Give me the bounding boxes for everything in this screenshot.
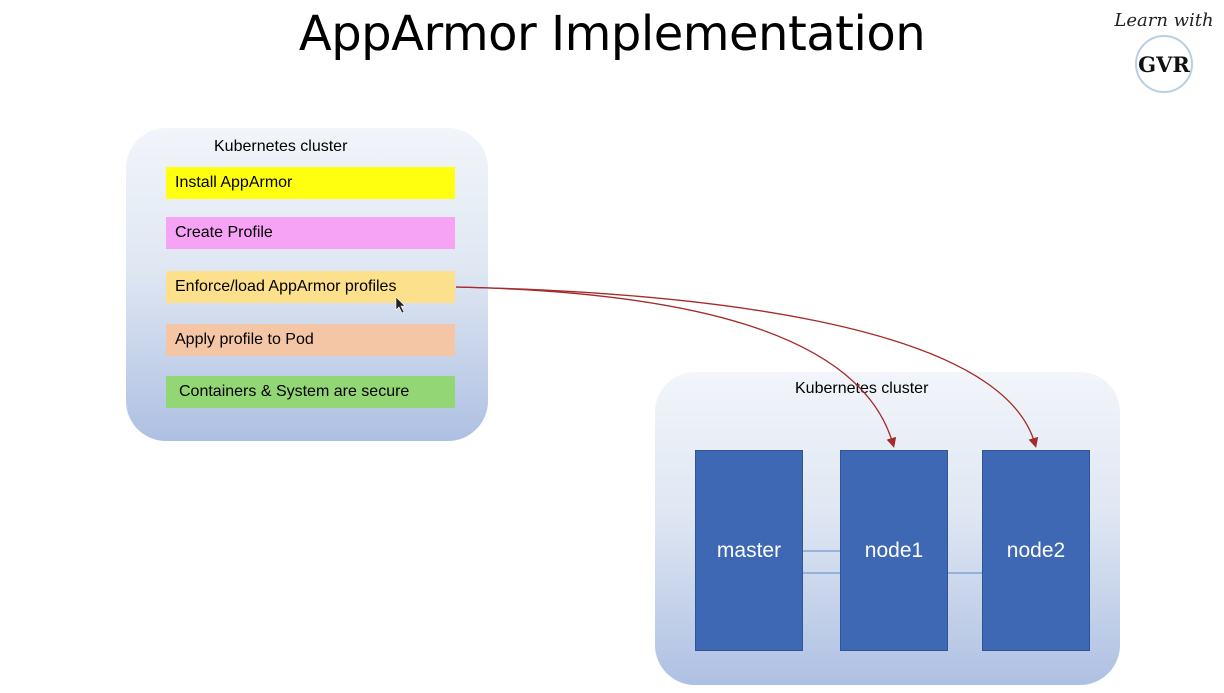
- node-master: master: [695, 450, 803, 651]
- node-node1: node1: [840, 450, 948, 651]
- arrow-to-node1: [455, 286, 897, 448]
- step-apply-profile-to-pod: Apply profile to Pod: [166, 324, 455, 356]
- logo-circle-badge: GVR: [1135, 35, 1193, 93]
- mouse-cursor-icon: [395, 296, 406, 314]
- step-install-apparmor: Install AppArmor: [166, 167, 455, 199]
- step-create-profile: Create Profile: [166, 217, 455, 249]
- left-cluster-label: Kubernetes cluster: [214, 138, 348, 155]
- logo-tagline: Learn with: [1114, 10, 1214, 31]
- right-cluster-label: Kubernetes cluster: [795, 380, 929, 397]
- gvr-logo: Learn with GVR: [1114, 10, 1214, 93]
- slide-title: AppArmor Implementation: [298, 6, 926, 62]
- step-enforce-load-profiles: Enforce/load AppArmor profiles: [166, 271, 455, 303]
- node-node2: node2: [982, 450, 1090, 651]
- step-containers-secure: Containers & System are secure: [166, 376, 455, 408]
- arrow-to-node2: [455, 286, 1039, 448]
